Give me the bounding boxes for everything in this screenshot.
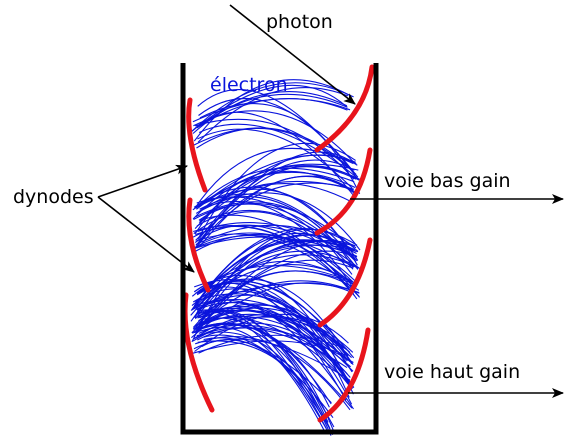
electron-trajectory: [203, 326, 327, 435]
electron-trajectory: [191, 84, 348, 133]
electron-trajectory: [193, 274, 354, 395]
dynode-left-1: [186, 97, 208, 193]
electron-trajectory: [196, 299, 351, 387]
electron-trajectory: [193, 79, 351, 142]
electron-trajectory: [194, 118, 355, 180]
low-gain-label: voie bas gain: [384, 170, 511, 192]
electron-trajectory: [192, 288, 348, 355]
dynode-group: [182, 64, 375, 423]
electron-trajectory: [192, 232, 354, 310]
electron-trajectory: [195, 167, 355, 209]
electron-trajectory: [193, 279, 355, 359]
electron-trajectory: [194, 327, 348, 369]
electron-trajectory: [194, 224, 358, 286]
dynode-left-2: [186, 197, 211, 293]
dynodes-label: dynodes: [13, 186, 94, 208]
electron-trajectory: [197, 111, 357, 199]
electron-trajectory: [196, 188, 358, 266]
electron-trajectory: [197, 340, 331, 429]
electron-label: électron: [210, 74, 288, 96]
electron-trajectory: [193, 322, 351, 378]
electron-trajectory: [203, 337, 334, 419]
electron-trajectory: [198, 307, 349, 357]
electron-trajectory: [195, 201, 354, 268]
electron-trajectory: [196, 127, 357, 175]
electron-trajectory: [198, 159, 355, 239]
electron-trajectory: [194, 293, 349, 361]
dynode-pointer-arrow-2: [97, 196, 195, 273]
electron-trajectory: [199, 282, 350, 398]
electron-trajectory: [197, 86, 349, 143]
electron-trajectories: [190, 79, 361, 436]
dynode-right-2: [314, 147, 373, 236]
electron-trajectory: [199, 200, 353, 287]
dynode-right-4: [317, 327, 371, 423]
electron-trajectory: [190, 244, 358, 322]
electron-trajectory: [193, 110, 356, 165]
electron-trajectory: [197, 302, 354, 410]
electron-trajectory: [195, 313, 348, 362]
electron-trajectory: [198, 166, 357, 223]
electron-trajectory: [195, 317, 354, 389]
dynode-right-1: [314, 64, 375, 153]
photon-label: photon: [266, 11, 333, 33]
high-gain-label: voie haut gain: [384, 361, 520, 383]
tube-outline: [180, 63, 379, 435]
electron-trajectory: [191, 260, 356, 311]
photon-arrow: [229, 4, 356, 105]
electron-trajectory: [198, 316, 351, 353]
dynode-right-3: [317, 237, 373, 328]
electron-trajectory: [192, 82, 354, 132]
electron-trajectory: [196, 331, 332, 436]
dynode-pointer-arrow-1: [97, 164, 188, 198]
electron-trajectory: [200, 323, 335, 432]
electron-trajectory: [193, 147, 354, 210]
electron-trajectory: [192, 225, 355, 286]
electron-trajectory: [191, 228, 358, 343]
electron-trajectory: [196, 193, 355, 259]
electron-trajectory: [195, 282, 360, 309]
electron-trajectory: [199, 192, 361, 251]
electron-trajectory: [193, 211, 354, 270]
